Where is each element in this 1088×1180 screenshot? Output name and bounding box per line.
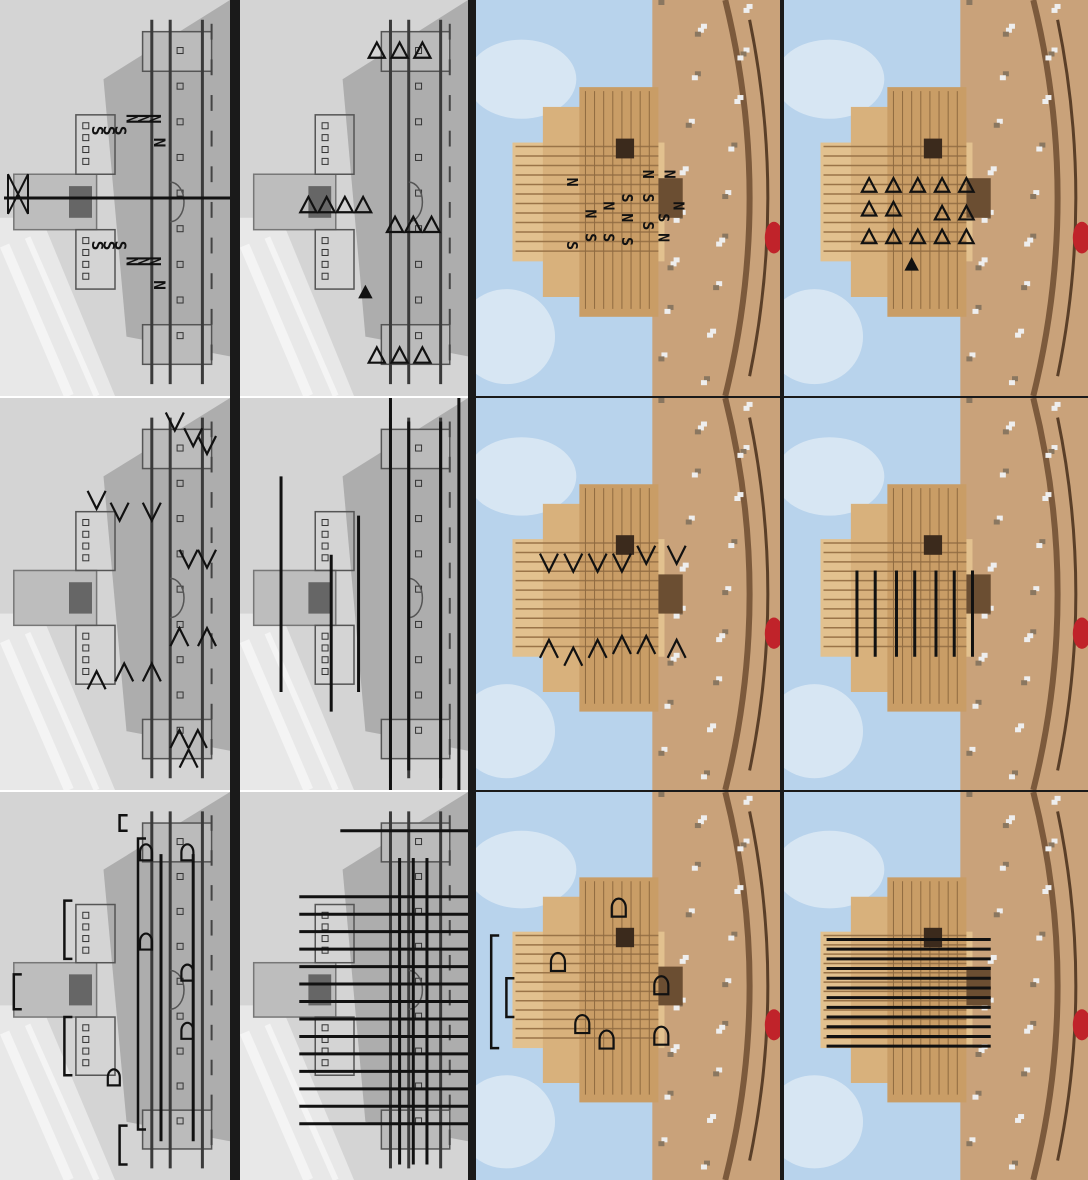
- city-image: [784, 398, 1088, 790]
- city-image: NSNSNSSNNSSSSNNN: [476, 0, 780, 396]
- letter-marker: N: [146, 257, 165, 267]
- letter-marker: N: [600, 201, 618, 210]
- letter-marker: N: [654, 233, 672, 242]
- letter-marker: S: [111, 241, 130, 251]
- panel-r1-c2-city: [476, 398, 780, 790]
- panel-r0-c3-city: [784, 0, 1088, 396]
- aerial-image: [0, 792, 230, 1180]
- letter-marker: N: [581, 209, 599, 218]
- city-image: [784, 0, 1088, 396]
- city-image: [476, 792, 780, 1180]
- panel-r0-c1-aerial: [240, 0, 468, 396]
- letter-marker: S: [654, 213, 672, 222]
- letter-marker: N: [660, 170, 678, 179]
- aerial-image: [240, 0, 468, 396]
- letter-marker: N: [670, 201, 688, 210]
- panel-r1-c0-aerial: [0, 398, 230, 790]
- row-separator: [476, 790, 1088, 792]
- panel-r2-c1-aerial: [240, 792, 468, 1180]
- letter-marker: S: [618, 193, 636, 202]
- panel-r2-c2-city: [476, 792, 780, 1180]
- letter-marker: N: [639, 170, 657, 179]
- city-image: [784, 792, 1088, 1180]
- letter-marker: N: [618, 213, 636, 222]
- letter-marker: N: [563, 178, 581, 187]
- letter-marker: N: [146, 114, 165, 124]
- aerial-image: [240, 792, 468, 1180]
- panel-r1-c1-aerial: [240, 398, 468, 790]
- city-image: [476, 398, 780, 790]
- row-separator: [476, 396, 1088, 398]
- panel-r1-c3-city: [784, 398, 1088, 790]
- letter-marker: S: [639, 221, 657, 230]
- letter-marker: S: [618, 237, 636, 246]
- column-separator: [780, 0, 784, 1180]
- panel-r2-c0-aerial: [0, 792, 230, 1180]
- letter-marker: S: [600, 233, 618, 242]
- letter-marker: S: [639, 193, 657, 202]
- letter-marker: S: [111, 126, 130, 136]
- letter-marker: N: [150, 280, 169, 290]
- column-separator: [468, 0, 476, 1180]
- aerial-image: [240, 398, 468, 790]
- letter-marker: S: [581, 233, 599, 242]
- panel-r2-c3-city: [784, 792, 1088, 1180]
- column-separator: [230, 0, 240, 1180]
- letter-marker: N: [150, 138, 169, 148]
- aerial-image: [0, 398, 230, 790]
- letter-marker: S: [563, 241, 581, 250]
